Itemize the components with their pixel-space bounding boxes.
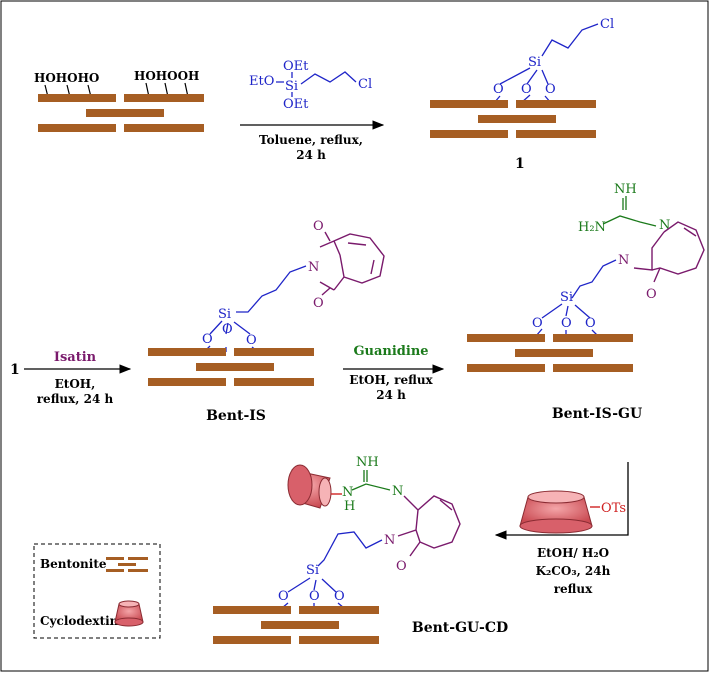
product-bent-gu-cd: NH N H N N O Si O O O Bent-GU-CD <box>213 455 508 644</box>
conditions-step4-line1: EtOH/ H₂O <box>537 546 609 560</box>
o2-label: O <box>309 589 320 604</box>
bentonite-with-hydroxyls: HOHOHO HOHOOH <box>34 69 204 132</box>
cl-label: Cl <box>600 17 614 32</box>
nh-label: NH <box>614 182 637 197</box>
o2-label: O <box>222 322 233 337</box>
o1-label: O <box>532 316 543 331</box>
product-bent-is-label: Bent-IS <box>206 408 266 424</box>
bentonite-layers-bent-is-gu <box>467 334 633 372</box>
legend-bentonite-icon <box>106 557 148 572</box>
o1-label: O <box>493 82 504 97</box>
product-1: Cl Si O O O 1 <box>430 17 614 172</box>
si-label: Si <box>218 307 231 322</box>
start-1-label: 1 <box>10 362 20 378</box>
bentonite-layers-1 <box>430 100 596 138</box>
o-bottom-label: O <box>313 296 324 311</box>
reagent-guanidine: Guanidine <box>353 344 428 359</box>
conditions-step3-line1: EtOH, reflux <box>349 373 433 387</box>
nh-n-label: N <box>342 485 353 500</box>
nh-top-label: NH <box>356 455 379 470</box>
cyclodextrin-cone <box>287 464 332 509</box>
n-imine-label: N <box>392 484 403 499</box>
o-label: O <box>646 287 657 302</box>
conditions-step1-line1: Toluene, reflux, <box>259 133 363 147</box>
o1-label: O <box>278 589 289 604</box>
o3-label: O <box>246 333 257 348</box>
ots-label: OTs <box>601 501 626 516</box>
oet-top-label: OEt <box>283 59 309 74</box>
si-label: Si <box>285 79 298 94</box>
h2n-label: H₂N <box>578 220 606 235</box>
conditions-step1-line2: 24 h <box>296 148 326 162</box>
conditions-step2-line1: EtOH, <box>55 377 96 391</box>
nh-h-label: H <box>344 499 355 514</box>
legend-cyclodextrin-icon <box>114 600 144 627</box>
o3-label: O <box>334 589 345 604</box>
product-bent-is-gu: NH H₂N N N O Si O O O Bent-IS-GU <box>467 182 705 422</box>
o2-label: O <box>521 82 532 97</box>
reagent-chloropropyl-triethoxysilane: OEt EtO Si OEt Cl <box>249 59 372 112</box>
legend: Bentonite Cyclodextin <box>33 543 161 639</box>
conditions-step3-line2: 24 h <box>376 388 406 402</box>
hydroxyl-labels-left: HOHOHO <box>34 71 99 85</box>
o-label: O <box>396 559 407 574</box>
product-bent-gu-cd-label: Bent-GU-CD <box>412 620 508 636</box>
conditions-step4-line3: reflux <box>554 582 593 596</box>
conditions-step2-line2: reflux, 24 h <box>37 392 114 406</box>
bentonite-layers-bent-is <box>148 348 314 386</box>
si-label: Si <box>560 290 573 305</box>
conditions-step4-line2: K₂CO₃, 24h <box>536 564 611 578</box>
legend-bentonite-label: Bentonite <box>40 557 107 571</box>
bentonite-layers-bent-gu-cd <box>213 606 379 644</box>
product-bent-is: O N O Si O O O Bent-IS <box>148 219 385 424</box>
reagent-isatin: Isatin <box>54 350 97 365</box>
si-label: Si <box>306 563 319 578</box>
n-label: N <box>308 260 319 275</box>
n-label: N <box>618 253 629 268</box>
legend-cyclodextrin-label: Cyclodextin <box>40 614 119 628</box>
si-label: Si <box>528 55 541 70</box>
oet-bottom-label: OEt <box>283 97 309 112</box>
legend-box <box>33 543 161 639</box>
o1-label: O <box>202 332 213 347</box>
o-top-label: O <box>313 219 324 234</box>
cl-label: Cl <box>358 77 372 92</box>
product-bent-is-gu-label: Bent-IS-GU <box>552 406 642 422</box>
n-label: N <box>384 533 395 548</box>
product-1-number: 1 <box>515 156 525 172</box>
hydroxyl-labels-right: HOHOOH <box>134 69 199 83</box>
reagent-cyclodextrin-ots: OTs <box>519 490 626 534</box>
eto-label: EtO <box>249 74 274 89</box>
arrow-step4 <box>494 462 629 540</box>
bentonite-layers-start <box>38 94 204 132</box>
o2-label: O <box>561 316 572 331</box>
n-imine-label: N <box>659 218 670 233</box>
o3-label: O <box>545 82 556 97</box>
o3-label: O <box>585 316 596 331</box>
